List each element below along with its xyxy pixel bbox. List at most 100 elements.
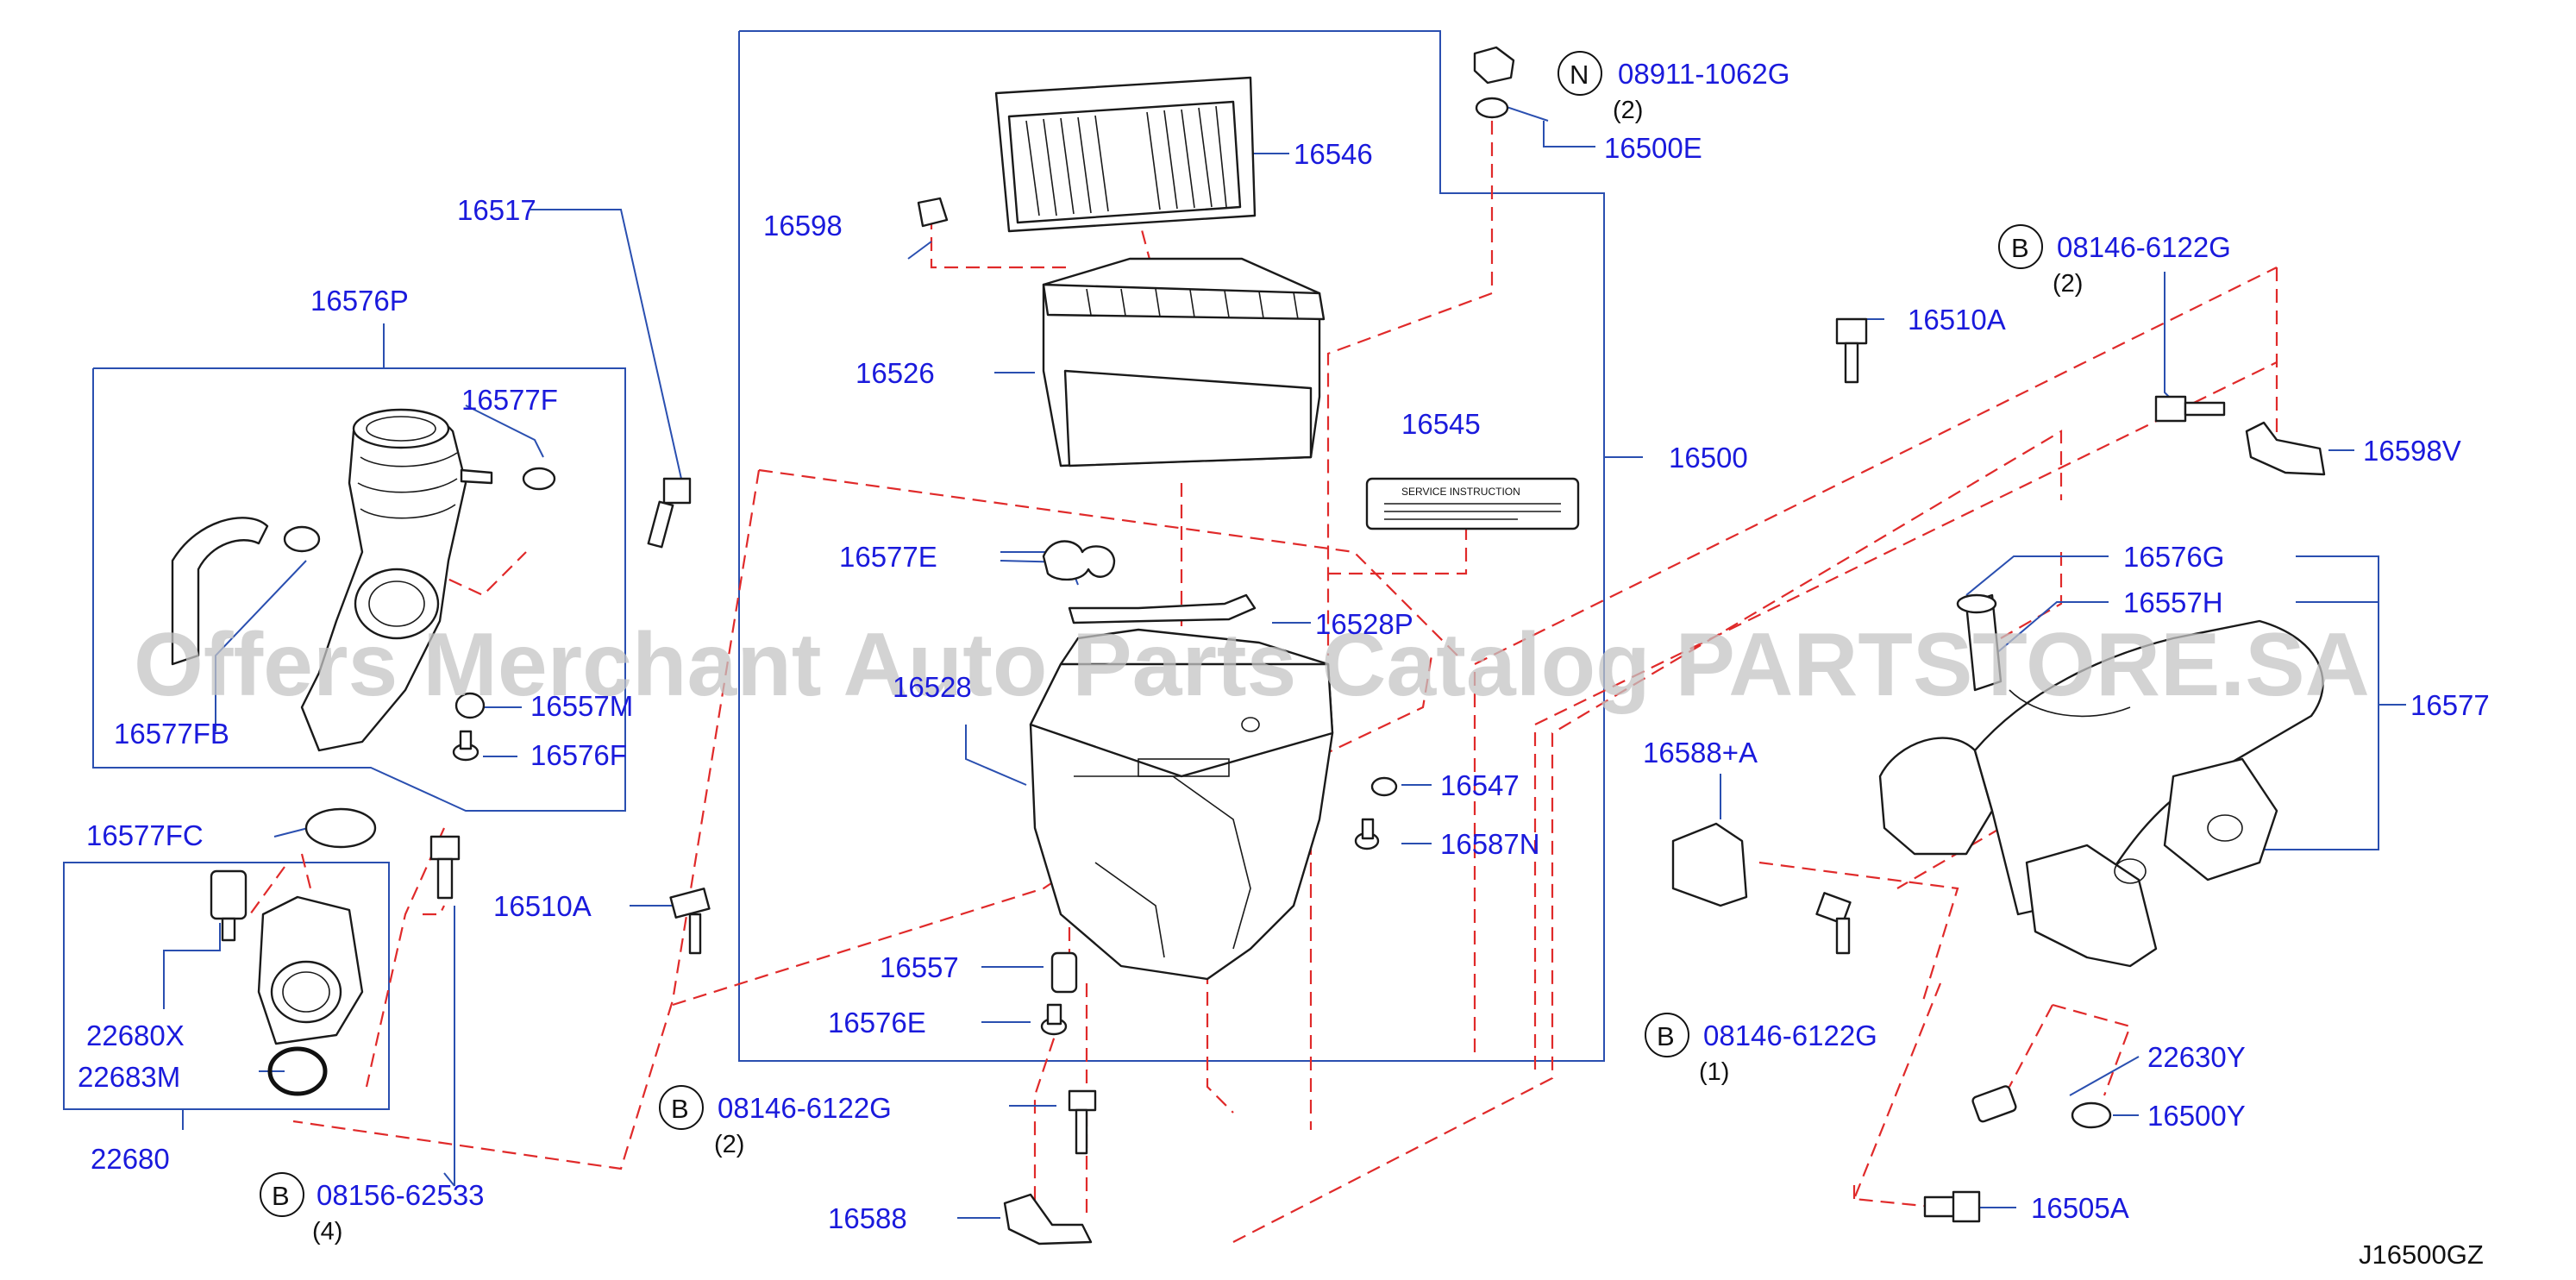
fastener-b08146-mid-number: 08146-6122G bbox=[1703, 1020, 1877, 1051]
frame-16500 bbox=[738, 30, 1605, 1062]
grommet-16576E bbox=[1040, 1003, 1068, 1036]
label-16577FC[interactable]: 16577FC bbox=[86, 819, 204, 851]
label-16576F[interactable]: 16576F bbox=[530, 739, 627, 771]
label-22680X[interactable]: 22680X bbox=[86, 1020, 185, 1051]
label-16526[interactable]: 16526 bbox=[856, 357, 935, 389]
fastener-b08146-top[interactable]: B 08146-6122G (2) bbox=[1998, 224, 2231, 298]
service-label-16545: SERVICE INSTRUCTION bbox=[1365, 477, 1580, 530]
fastener-b08146-top-prefix: B bbox=[2011, 233, 2029, 263]
label-16510A-right[interactable]: 16510A bbox=[1908, 304, 2006, 336]
label-16517[interactable]: 16517 bbox=[457, 194, 536, 226]
label-16500[interactable]: 16500 bbox=[1669, 442, 1748, 474]
fastener-b08146-mid[interactable]: B 08146-6122G (1) bbox=[1645, 1013, 1877, 1086]
fastener-n08911[interactable]: N 08911-1062G (2) bbox=[1558, 51, 1789, 124]
grommet-16576F bbox=[452, 730, 479, 762]
clip-16598 bbox=[917, 197, 949, 228]
air-cleaner-cover-16526 bbox=[1042, 257, 1326, 467]
bolt-16510A-right bbox=[1835, 317, 1868, 384]
throttle-body-22680 bbox=[257, 895, 364, 1045]
fastener-b08146-top-number: 08146-6122G bbox=[2057, 231, 2231, 263]
bracket-16588A bbox=[1671, 822, 1748, 907]
fastener-b08156-qty: (4) bbox=[312, 1218, 342, 1245]
fastener-b08146-bot[interactable]: B 08146-6122G (2) bbox=[659, 1085, 892, 1158]
label-16576P[interactable]: 16576P bbox=[310, 285, 409, 317]
bolt-16510A-mid bbox=[669, 888, 711, 955]
fastener-b08146-bot-prefix: B bbox=[671, 1094, 689, 1124]
fastener-b08146-top-qty: (2) bbox=[2053, 270, 2083, 298]
gasket-22683M bbox=[267, 1046, 328, 1096]
label-16588[interactable]: 16588 bbox=[828, 1202, 907, 1234]
label-22630Y[interactable]: 22630Y bbox=[2147, 1041, 2246, 1073]
fastener-b08156-prefix: B bbox=[272, 1181, 290, 1211]
label-16557H[interactable]: 16557H bbox=[2123, 587, 2223, 618]
label-16500Y[interactable]: 16500Y bbox=[2147, 1100, 2246, 1132]
bolt-16587N bbox=[1354, 818, 1380, 850]
bolt-08146-top bbox=[2154, 395, 2226, 423]
intake-pipe-16577 bbox=[1878, 593, 2324, 968]
grommet-16547 bbox=[1370, 776, 1398, 797]
label-16577FB[interactable]: 16577FB bbox=[114, 718, 229, 750]
fastener-b08146-mid-prefix: B bbox=[1657, 1021, 1675, 1051]
label-16557[interactable]: 16557 bbox=[880, 951, 959, 983]
fastener-b08156-number: 08156-62533 bbox=[317, 1179, 485, 1211]
intake-duct-16576P bbox=[300, 408, 493, 752]
label-16557M[interactable]: 16557M bbox=[530, 690, 633, 722]
air-cleaner-case-16528 bbox=[1029, 628, 1334, 981]
grommet-16500Y bbox=[2071, 1101, 2112, 1129]
label-22683M[interactable]: 22683M bbox=[78, 1061, 180, 1093]
clamp-16577FC bbox=[304, 807, 377, 849]
label-16588A[interactable]: 16588+A bbox=[1643, 737, 1758, 769]
label-16576G[interactable]: 16576G bbox=[2123, 541, 2224, 573]
bolt-16517 bbox=[647, 477, 692, 549]
label-16500E[interactable]: 16500E bbox=[1604, 132, 1702, 164]
part-labels: 16517 16576P 16577F 16577FB 16557M 16576… bbox=[78, 132, 2490, 1234]
sensor-22630Y bbox=[1971, 1085, 2017, 1123]
mount-16557M bbox=[454, 692, 486, 719]
label-16545[interactable]: 16545 bbox=[1401, 408, 1481, 440]
label-16577E[interactable]: 16577E bbox=[839, 541, 937, 573]
clamp-16577F bbox=[522, 467, 556, 491]
fastener-n08911-prefix: N bbox=[1570, 60, 1589, 90]
label-16510A-left[interactable]: 16510A bbox=[493, 890, 592, 922]
bracket-strip bbox=[1068, 593, 1257, 624]
nut-08911 bbox=[1473, 46, 1515, 119]
frame-22680 bbox=[63, 862, 390, 1110]
label-16577F[interactable]: 16577F bbox=[461, 384, 558, 416]
label-title: SERVICE INSTRUCTION bbox=[1401, 486, 1520, 498]
bolt-16505A bbox=[1923, 1190, 1981, 1223]
bracket-16588 bbox=[1003, 1193, 1093, 1245]
fastener-n08911-number: 08911-1062G bbox=[1618, 58, 1789, 90]
frame-16576P bbox=[92, 367, 626, 812]
label-22680[interactable]: 22680 bbox=[91, 1143, 170, 1175]
fastener-b08146-mid-qty: (1) bbox=[1699, 1058, 1729, 1086]
fastener-b08146-bot-number: 08146-6122G bbox=[718, 1092, 892, 1124]
label-16546[interactable]: 16546 bbox=[1294, 138, 1373, 170]
bracket-16598V bbox=[2245, 421, 2326, 476]
frame-16577 bbox=[2259, 555, 2379, 850]
watermark: Offers Merchant Auto Parts Catalog PARTS… bbox=[134, 615, 2370, 715]
fastener-n08911-qty: (2) bbox=[1613, 97, 1643, 124]
hose-16577E bbox=[1042, 540, 1116, 581]
bolt-08146-bottom bbox=[1068, 1089, 1097, 1155]
mount-16557 bbox=[1050, 951, 1078, 994]
label-16598[interactable]: 16598 bbox=[763, 210, 843, 242]
fastener-b08156[interactable]: B 08156-62533 (4) bbox=[260, 1172, 485, 1245]
label-16587N[interactable]: 16587N bbox=[1440, 828, 1540, 860]
hose-16577FB bbox=[171, 517, 269, 666]
label-16547[interactable]: 16547 bbox=[1440, 769, 1520, 801]
filter-element-16546 bbox=[994, 76, 1257, 233]
label-16505A[interactable]: 16505A bbox=[2031, 1192, 2129, 1224]
clamp-16577FB bbox=[283, 525, 321, 553]
diagram-code: J16500GZ bbox=[2359, 1239, 2484, 1270]
bolt-16510A-left bbox=[429, 835, 461, 900]
sensor-22680X bbox=[210, 869, 248, 942]
label-16576E[interactable]: 16576E bbox=[828, 1007, 926, 1038]
fastener-b08146-bot-qty: (2) bbox=[714, 1131, 744, 1158]
label-16528[interactable]: 16528 bbox=[893, 671, 972, 703]
label-16598V[interactable]: 16598V bbox=[2363, 435, 2461, 467]
bolt-08146-mid bbox=[1815, 892, 1852, 955]
label-16577[interactable]: 16577 bbox=[2410, 689, 2490, 721]
label-16528P[interactable]: 16528P bbox=[1315, 608, 1413, 640]
